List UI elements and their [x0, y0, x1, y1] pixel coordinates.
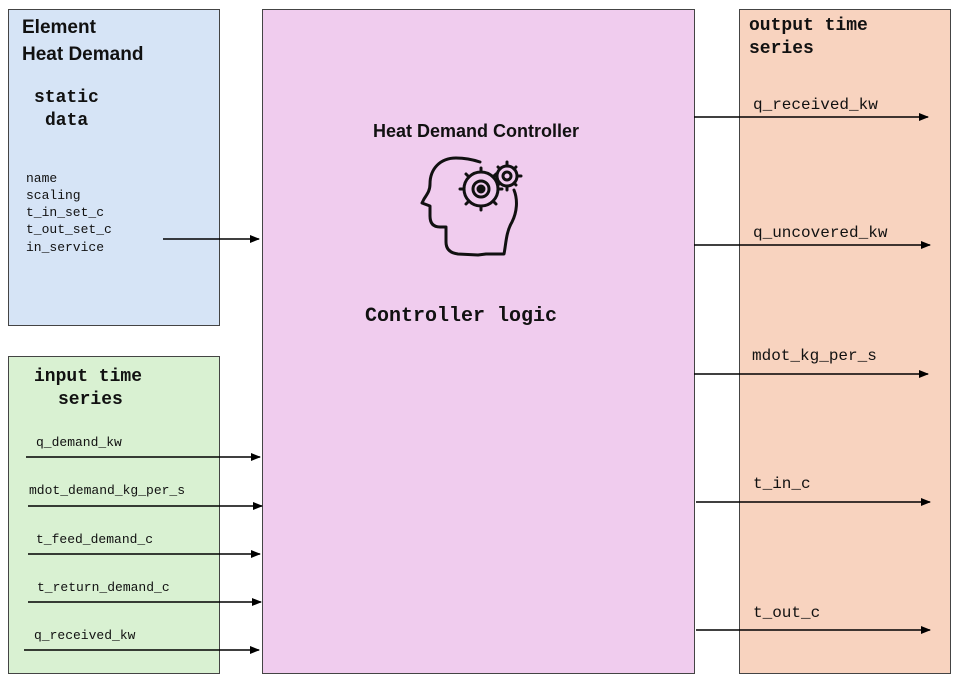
element-title-line2: Heat Demand — [22, 44, 144, 65]
input-signal-q-received: q_received_kw — [34, 628, 136, 643]
output-signal-q-received: q_received_kw — [753, 96, 878, 114]
input-heading-line1: input time — [34, 367, 143, 387]
static-field-in-service: in_service — [26, 240, 105, 255]
input-signal-mdot-demand: mdot_demand_kg_per_s — [29, 483, 186, 498]
controller-logic-label: Controller logic — [365, 305, 558, 328]
input-heading-line2: series — [58, 390, 123, 410]
static-field-scaling: scaling — [26, 188, 81, 203]
head-with-gears-icon — [420, 156, 523, 257]
output-signal-t-in: t_in_c — [753, 475, 811, 493]
output-signal-q-uncovered: q_uncovered_kw — [753, 224, 888, 242]
output-signal-t-out: t_out_c — [753, 604, 821, 622]
input-time-series-panel — [8, 356, 220, 674]
input-signal-t-return-demand: t_return_demand_c — [37, 580, 170, 595]
output-signal-mdot: mdot_kg_per_s — [752, 347, 877, 365]
input-signal-t-feed-demand: t_feed_demand_c — [36, 532, 154, 547]
static-field-t-out-set: t_out_set_c — [26, 222, 112, 237]
controller-panel — [262, 9, 695, 674]
static-field-t-in-set: t_in_set_c — [26, 205, 105, 220]
static-data-panel — [8, 9, 220, 326]
controller-title: Heat Demand Controller — [373, 121, 580, 141]
static-field-name: name — [26, 171, 58, 186]
static-heading-line2: data — [45, 111, 89, 131]
element-title-line1: Element — [22, 17, 96, 38]
output-heading-line1: output time — [749, 16, 868, 36]
static-heading-line1: static — [34, 88, 99, 108]
input-signal-q-demand: q_demand_kw — [36, 435, 122, 450]
output-heading-line2: series — [749, 39, 814, 59]
output-time-series-panel — [739, 9, 951, 674]
